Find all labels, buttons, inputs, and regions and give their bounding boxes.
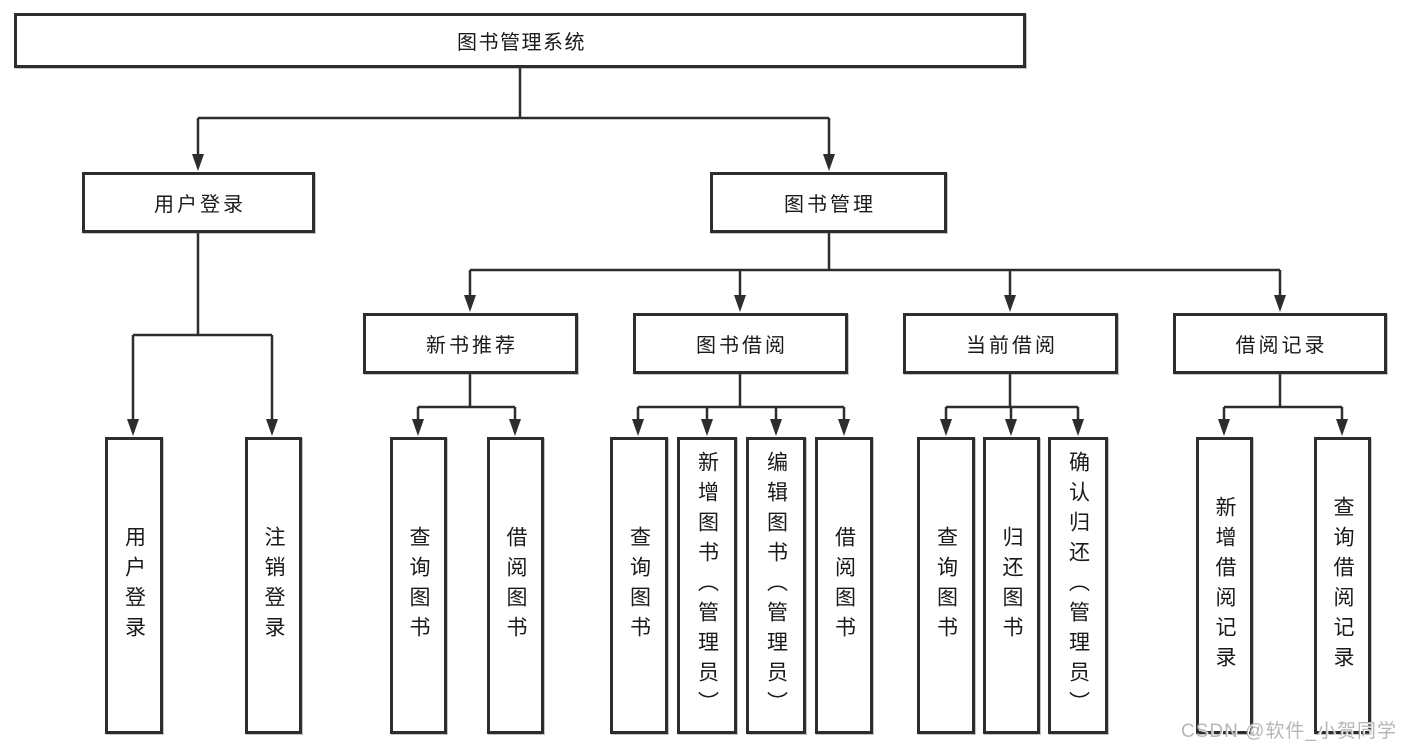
node-new-book-rec: 新书推荐	[363, 313, 578, 374]
node-leaf-return-books: 归还图书	[983, 437, 1040, 734]
node-label-borrow-records: 借阅记录	[1235, 335, 1328, 357]
node-label-new-book-rec: 新书推荐	[426, 335, 518, 357]
connector-current-borrow-split	[940, 374, 1084, 436]
connector-user-login-split	[127, 233, 278, 436]
node-current-borrow: 当前借阅	[903, 313, 1118, 374]
node-user-login-group: 用户登录	[82, 172, 315, 233]
node-leaf-add-record: 新增借阅记录	[1196, 437, 1253, 734]
node-leaf-borrow-books-1: 借阅图书	[487, 437, 544, 734]
node-leaf-logout: 注销登录	[245, 437, 302, 734]
connector-borrow-records-split	[1218, 374, 1348, 436]
node-leaf-query-record: 查询借阅记录	[1314, 437, 1371, 734]
node-label-book-mgmt-group: 图书管理	[784, 194, 876, 216]
csdn-watermark: CSDN @软件_小贺同学	[1181, 721, 1397, 742]
node-label-leaf-return-books: 归还图书	[1000, 525, 1023, 646]
connector-book-borrow-split	[632, 374, 850, 436]
node-label-current-borrow: 当前借阅	[966, 335, 1058, 357]
node-label-leaf-query-record: 查询借阅记录	[1331, 495, 1354, 676]
node-book-borrow: 图书借阅	[633, 313, 848, 374]
node-leaf-query-books-3: 查询图书	[917, 437, 975, 734]
node-label-leaf-query-books-1: 查询图书	[407, 525, 430, 646]
node-leaf-borrow-books-2: 借阅图书	[815, 437, 873, 734]
node-root: 图书管理系统	[14, 13, 1026, 68]
node-leaf-query-books-1: 查询图书	[390, 437, 447, 734]
node-leaf-user-login: 用户登录	[105, 437, 163, 734]
node-label-leaf-borrow-books-1: 借阅图书	[504, 525, 527, 646]
node-label-leaf-edit-books: 编辑图书（管理员）	[764, 450, 788, 721]
node-label-leaf-add-record: 新增借阅记录	[1213, 495, 1236, 676]
node-leaf-confirm-return: 确认归还（管理员）	[1048, 437, 1108, 734]
node-label-leaf-query-books-2: 查询图书	[627, 525, 651, 646]
node-label-root: 图书管理系统	[457, 32, 586, 54]
node-label-leaf-add-books: 新增图书（管理员）	[695, 450, 719, 721]
node-label-leaf-user-login: 用户登录	[122, 525, 146, 646]
node-label-leaf-query-books-3: 查询图书	[934, 525, 958, 646]
node-label-leaf-logout: 注销登录	[262, 525, 285, 646]
node-leaf-add-books: 新增图书（管理员）	[677, 437, 737, 734]
node-leaf-query-books-2: 查询图书	[610, 437, 668, 734]
node-book-mgmt-group: 图书管理	[710, 172, 947, 233]
connector-root-split	[192, 68, 835, 171]
node-label-book-borrow: 图书借阅	[696, 335, 788, 357]
node-label-leaf-borrow-books-2: 借阅图书	[832, 525, 856, 646]
node-label-user-login-group: 用户登录	[154, 194, 246, 216]
node-label-leaf-confirm-return: 确认归还（管理员）	[1066, 450, 1090, 721]
connector-new-book-rec-split	[412, 374, 521, 436]
connector-book-mgmt-split	[464, 233, 1286, 312]
node-borrow-records: 借阅记录	[1173, 313, 1387, 374]
node-leaf-edit-books: 编辑图书（管理员）	[746, 437, 806, 734]
